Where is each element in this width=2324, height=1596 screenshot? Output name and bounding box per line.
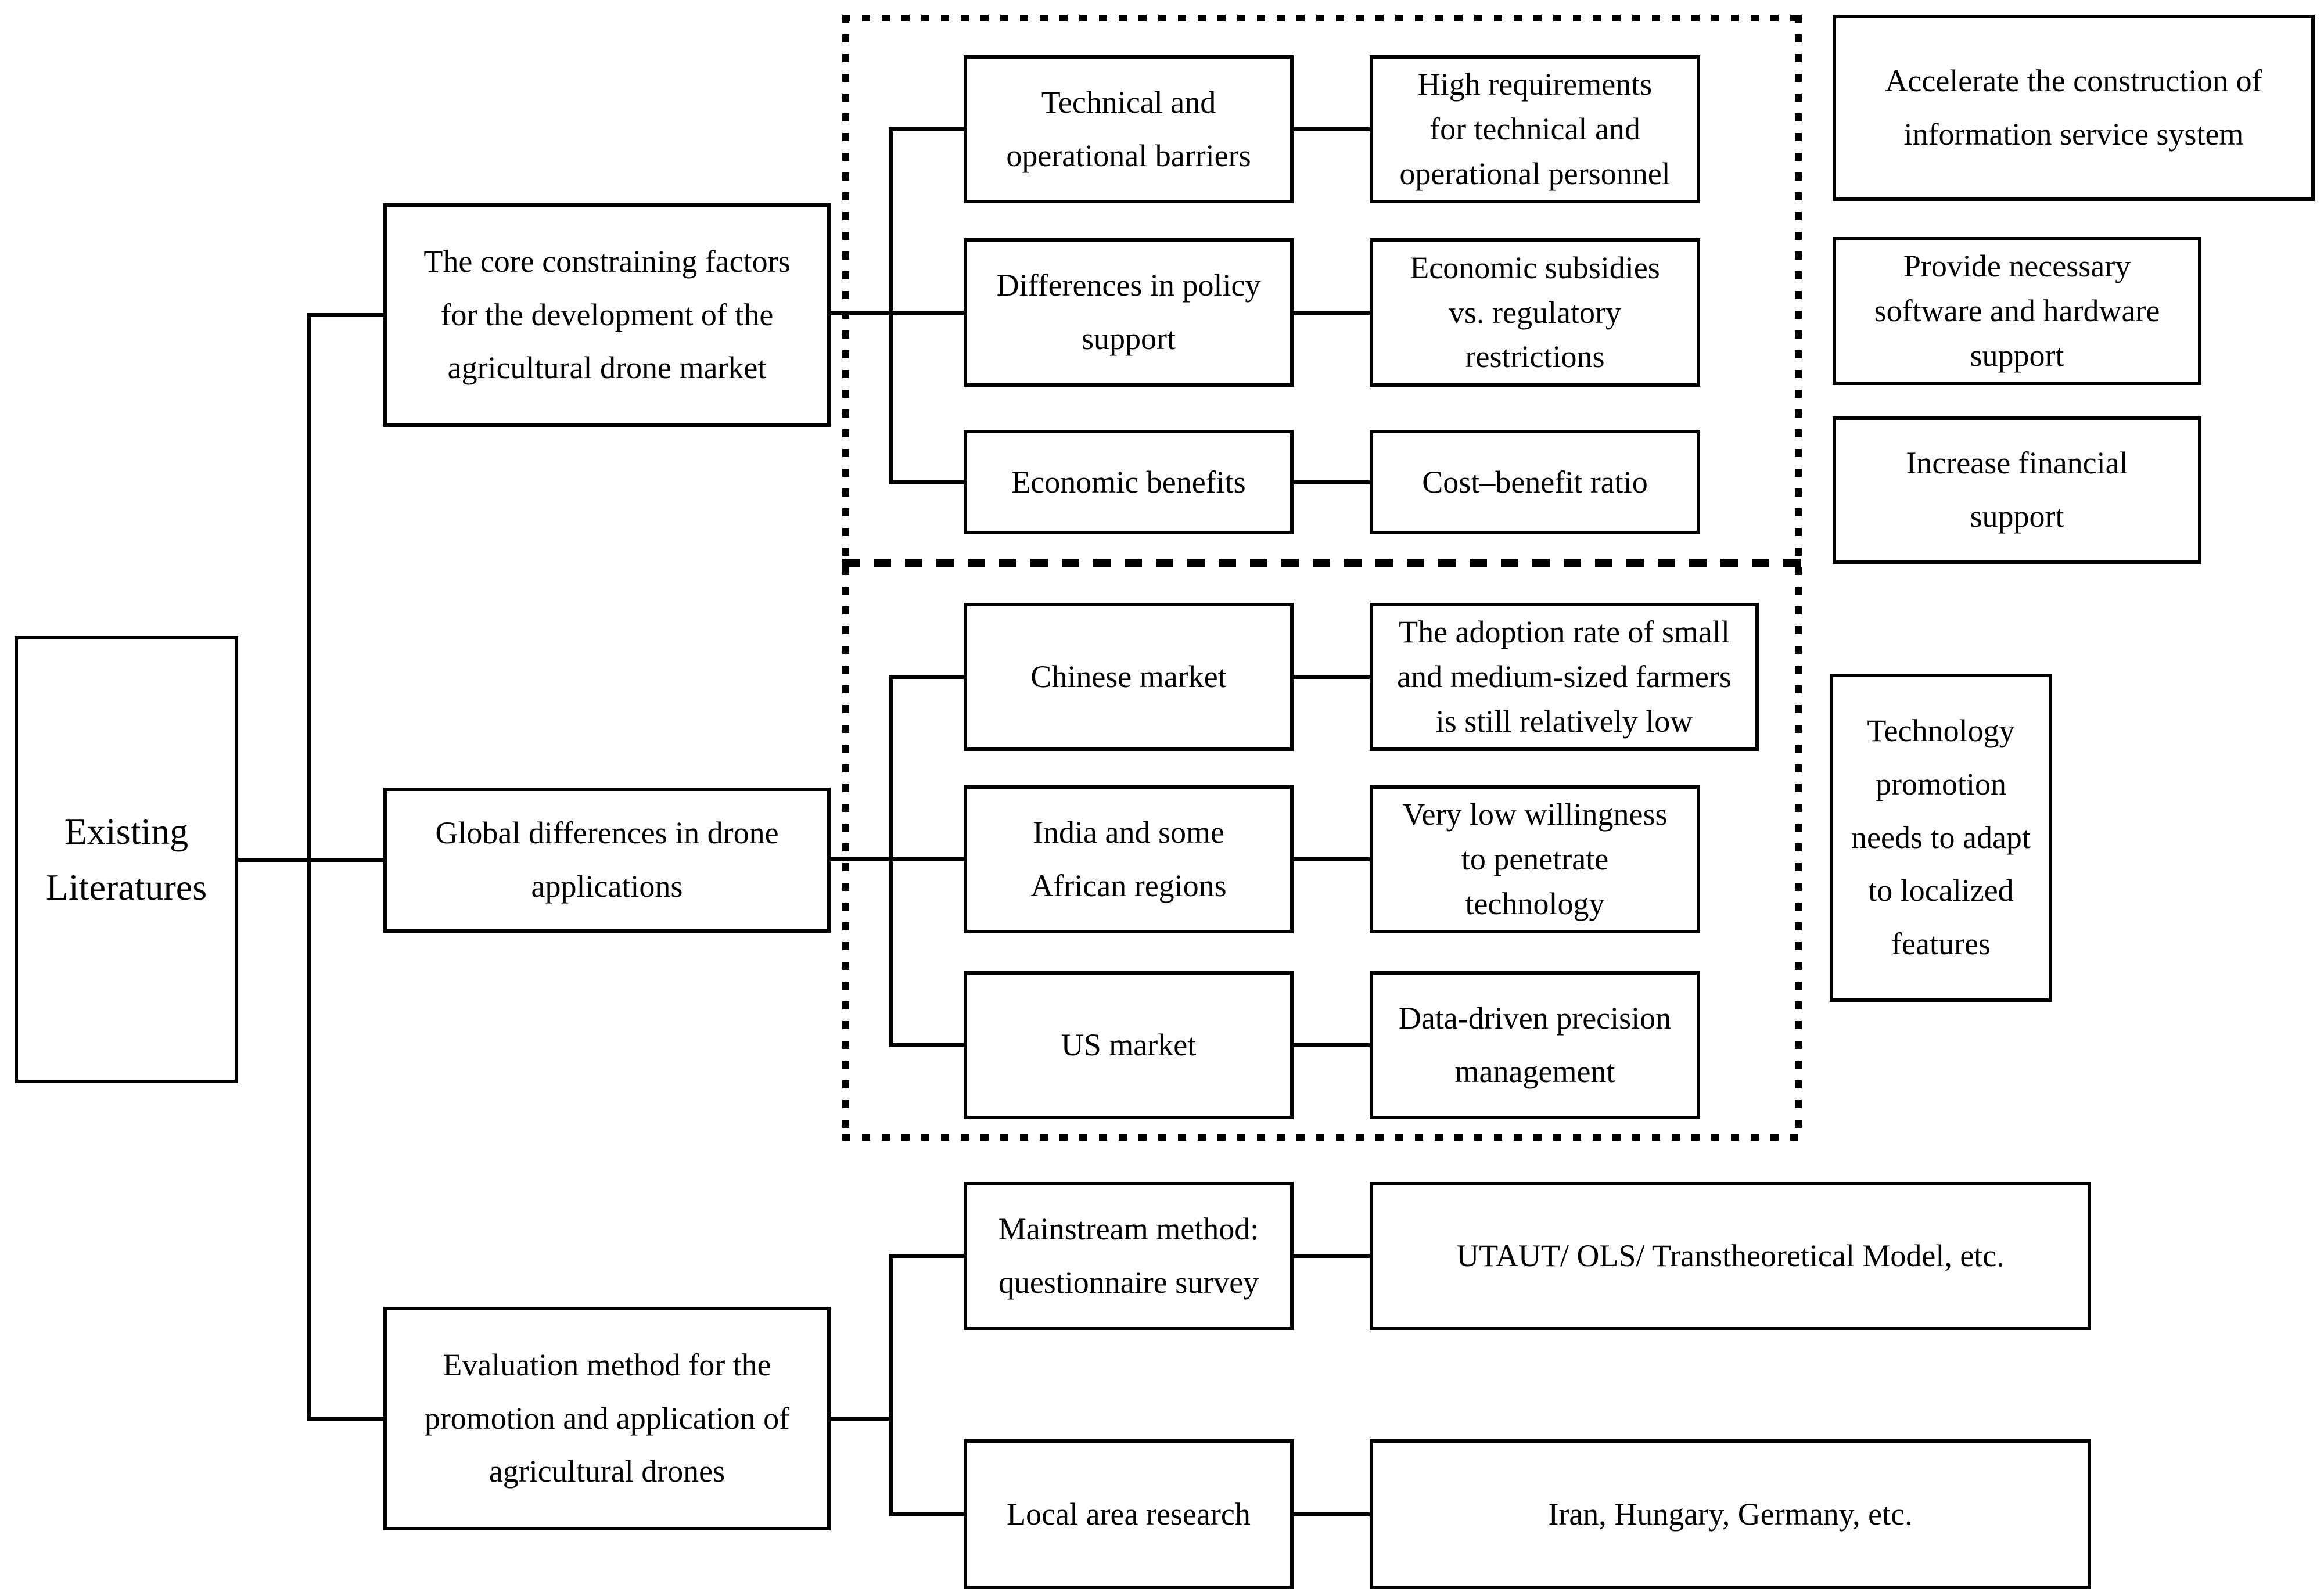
node-mainstream-method-survey: Mainstream method: questionnaire survey [964, 1182, 1294, 1330]
note-accelerate-information-service-label: Accelerate the construction of informati… [1885, 63, 2262, 152]
connector-t3r1-pair [1294, 1254, 1370, 1258]
node-utaut-ols-models-label: UTAUT/ OLS/ Transtheoretical Model, etc. [1456, 1238, 2005, 1273]
node-economic-benefits-label: Economic benefits [1011, 464, 1246, 499]
connector-root-horizontal [238, 858, 383, 862]
branch-core-constraining-factors-label: The core constraining factors for the de… [423, 243, 791, 386]
connector-t2r2-pair [1294, 857, 1370, 861]
branch-global-differences: Global differences in drone applications [383, 788, 831, 933]
connector-stub-branch3 [307, 1417, 383, 1421]
node-india-african-regions-label: India and some African regions [1030, 814, 1227, 903]
node-adoption-rate-low-label: The adoption rate of small and medium-si… [1397, 614, 1732, 739]
dashed-group-global-right-edge [1795, 567, 1802, 1136]
node-cost-benefit-ratio-label: Cost–benefit ratio [1422, 464, 1648, 499]
connector-stub-t2r1 [889, 675, 964, 679]
node-utaut-ols-models: UTAUT/ OLS/ Transtheoretical Model, etc. [1370, 1182, 2091, 1330]
dashed-group-constraints-left-edge [842, 15, 849, 563]
connector-branch1-feed [831, 311, 964, 315]
node-economic-benefits: Economic benefits [964, 430, 1294, 534]
dashed-group-global-bottom-edge [842, 1134, 1802, 1141]
connector-stub-branch1 [307, 313, 383, 317]
node-differences-policy-support-label: Differences in policy support [996, 268, 1261, 356]
note-accelerate-information-service: Accelerate the construction of informati… [1833, 15, 2315, 201]
node-low-willingness-technology-label: Very low willingness to penetrate techno… [1402, 797, 1668, 921]
connector-stub-t1r1 [889, 127, 964, 131]
node-differences-policy-support: Differences in policy support [964, 238, 1294, 387]
node-local-area-research: Local area research [964, 1439, 1294, 1589]
note-technology-localized-features-label: Technology promotion needs to adapt to l… [1851, 713, 2031, 962]
connector-subtrunk1 [889, 127, 893, 484]
branch-core-constraining-factors: The core constraining factors for the de… [383, 203, 831, 427]
dashed-group-constraints-top-edge [842, 15, 1802, 21]
node-technical-operational-barriers: Technical and operational barriers [964, 55, 1294, 203]
node-us-market-label: US market [1061, 1027, 1197, 1062]
connector-t1r3-pair [1294, 480, 1370, 484]
node-india-african-regions: India and some African regions [964, 785, 1294, 933]
existing-literatures-box: Existing Literatures [15, 636, 238, 1083]
note-provide-software-hardware: Provide necessary software and hardware … [1833, 237, 2201, 385]
connector-stub-t3r2 [889, 1512, 964, 1516]
connector-subtrunk3 [889, 1254, 893, 1516]
node-local-area-research-label: Local area research [1007, 1496, 1251, 1532]
node-low-willingness-technology: Very low willingness to penetrate techno… [1370, 785, 1700, 933]
connector-stub-t2r3 [889, 1043, 964, 1047]
note-increase-financial-support: Increase financial support [1833, 416, 2201, 564]
node-data-driven-precision-label: Data-driven precision management [1398, 1000, 1672, 1089]
node-technical-operational-barriers-label: Technical and operational barriers [1006, 84, 1251, 173]
connector-t2r3-pair [1294, 1043, 1370, 1047]
note-technology-localized-features: Technology promotion needs to adapt to l… [1830, 674, 2052, 1002]
connector-subtrunk2 [889, 675, 893, 1047]
node-mainstream-method-survey-label: Mainstream method: questionnaire survey [998, 1211, 1259, 1300]
dashed-group-global-left-edge [842, 567, 849, 1136]
node-chinese-market: Chinese market [964, 603, 1294, 751]
connector-t1r2-pair [1294, 311, 1370, 315]
node-us-market: US market [964, 971, 1294, 1119]
existing-literatures-label: Existing Literatures [45, 811, 207, 908]
node-high-requirements-personnel: High requirements for technical and oper… [1370, 55, 1700, 203]
node-adoption-rate-low: The adoption rate of small and medium-si… [1370, 603, 1759, 751]
note-provide-software-hardware-label: Provide necessary software and hardware … [1874, 249, 2160, 373]
dashed-group-constraints-right-edge [1795, 15, 1802, 563]
connector-t1r1-pair [1294, 127, 1370, 131]
connector-main-trunk [307, 313, 311, 1421]
node-chinese-market-label: Chinese market [1030, 659, 1227, 694]
connector-stub-t3r1 [889, 1254, 964, 1258]
connector-branch2-feed [831, 857, 964, 861]
connector-t2r1-pair [1294, 675, 1370, 679]
note-increase-financial-support-label: Increase financial support [1906, 445, 2128, 534]
node-iran-hungary-germany: Iran, Hungary, Germany, etc. [1370, 1439, 2091, 1589]
branch-global-differences-label: Global differences in drone applications [435, 815, 779, 904]
node-economic-subsidies-vs-restrictions-label: Economic subsidies vs. regulatory restri… [1410, 250, 1660, 375]
branch-evaluation-method: Evaluation method for the promotion and … [383, 1307, 831, 1530]
branch-evaluation-method-label: Evaluation method for the promotion and … [424, 1347, 790, 1489]
node-cost-benefit-ratio: Cost–benefit ratio [1370, 430, 1700, 534]
node-data-driven-precision: Data-driven precision management [1370, 971, 1700, 1119]
node-economic-subsidies-vs-restrictions: Economic subsidies vs. regulatory restri… [1370, 238, 1700, 387]
connector-stub-t1r3 [889, 480, 964, 484]
node-iran-hungary-germany-label: Iran, Hungary, Germany, etc. [1548, 1496, 1913, 1532]
node-high-requirements-personnel-label: High requirements for technical and oper… [1399, 67, 1671, 191]
connector-branch3-feed [831, 1417, 893, 1421]
connector-t3r2-pair [1294, 1512, 1370, 1516]
dashed-groups-divider [842, 559, 1802, 567]
